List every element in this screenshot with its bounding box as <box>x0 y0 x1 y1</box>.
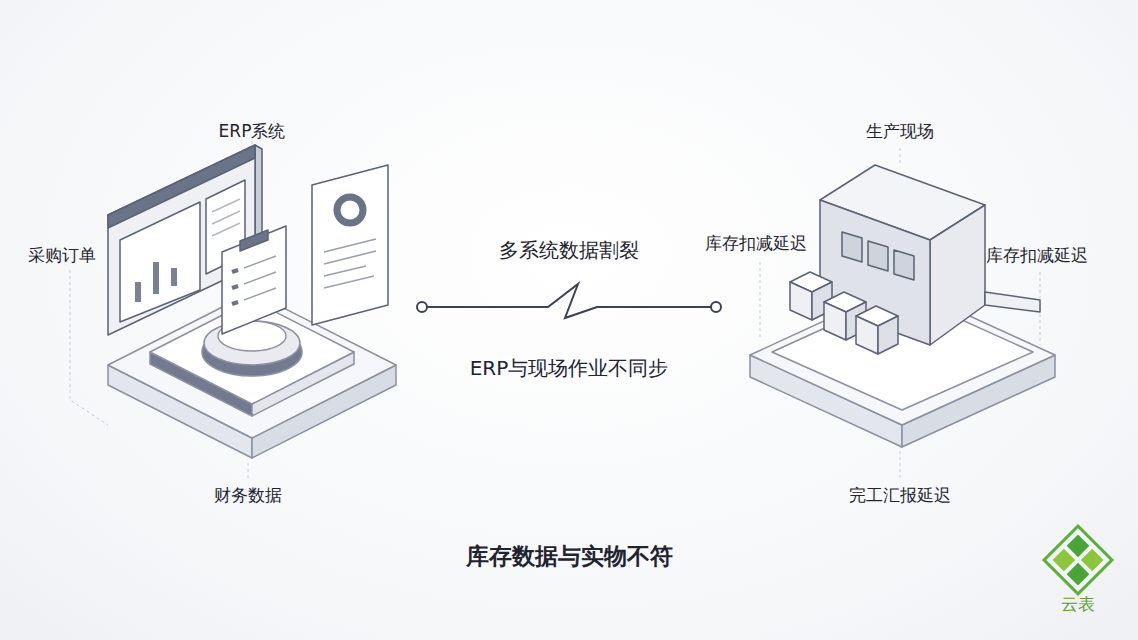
text-line <box>324 276 374 288</box>
cargo-box <box>856 316 878 354</box>
callout-label: 库存扣减延迟 <box>986 244 1088 267</box>
text-line <box>244 288 276 300</box>
leader-line <box>760 262 761 340</box>
shelf-box <box>894 250 914 280</box>
checkbox <box>232 302 238 304</box>
leader-line <box>70 270 108 425</box>
callout-label: 云表 <box>1061 593 1095 616</box>
node-title: ERP系统 <box>219 120 286 143</box>
callout-label: 采购订单 <box>28 244 96 267</box>
warehouse-ledge <box>985 292 1040 312</box>
text-line <box>212 223 240 236</box>
text-line <box>244 256 276 268</box>
callout-label: ERP与现场作业不同步 <box>470 355 669 382</box>
warehouse-interior <box>820 200 930 345</box>
callout-label: 财务数据 <box>214 484 282 507</box>
cargo-box <box>824 302 846 340</box>
connector-endpoint <box>417 302 427 312</box>
clipboard-clip <box>240 230 268 251</box>
pedestal <box>204 321 300 365</box>
text-line <box>212 211 240 224</box>
logo-mark <box>1067 563 1090 586</box>
illustration-group: 生产现场 <box>716 112 1080 472</box>
logo-mark <box>1067 535 1090 558</box>
node-title: 生产现场 <box>866 120 934 143</box>
text-line <box>324 266 366 276</box>
caption: 库存数据与实物不符 <box>466 541 673 572</box>
monitor-panel <box>120 202 200 322</box>
text-line <box>324 239 376 252</box>
report-sheet <box>312 165 388 325</box>
text-line <box>244 272 276 284</box>
checkbox <box>232 286 238 288</box>
chart-bar <box>153 262 159 294</box>
connector-endpoint <box>711 302 721 312</box>
logo-mark <box>1081 549 1104 572</box>
text-line <box>324 251 376 264</box>
chart-bar <box>171 268 177 286</box>
illustration-group: ERP系统 <box>88 112 422 472</box>
donut-chart <box>337 197 363 223</box>
chart-bar <box>135 282 141 302</box>
connector-line <box>422 284 716 318</box>
leader-line <box>900 148 901 165</box>
shelf-box <box>868 241 888 271</box>
callout-label: 完工汇报延迟 <box>849 484 951 507</box>
checkbox <box>232 270 238 272</box>
shelf-box <box>842 232 862 262</box>
text-line <box>212 199 240 212</box>
leader-line <box>248 460 249 478</box>
logo-mark <box>1044 526 1112 594</box>
cargo-box <box>790 282 812 320</box>
edge-label: 多系统数据割裂 <box>499 237 639 264</box>
clipboard <box>222 226 286 334</box>
logo-mark <box>1053 549 1076 572</box>
cargo-box <box>878 316 898 354</box>
warehouse-wall <box>930 205 985 345</box>
callout-label: 库存扣减延迟 <box>705 232 807 255</box>
